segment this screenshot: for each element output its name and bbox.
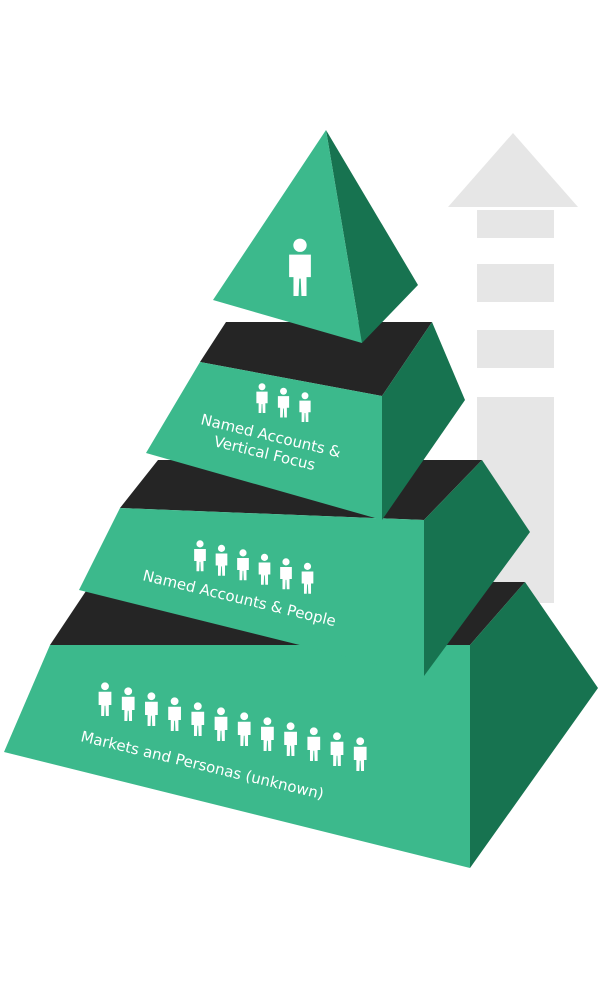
tier-second-people bbox=[256, 383, 311, 422]
person-icon bbox=[237, 549, 249, 581]
person-icon bbox=[289, 238, 311, 296]
arrow-segment-2 bbox=[477, 264, 554, 302]
tier-second: Named Accounts & Vertical Focus bbox=[146, 322, 465, 520]
person-icon bbox=[121, 687, 135, 721]
person-icon bbox=[168, 697, 181, 731]
tier-bottom-people bbox=[98, 682, 367, 771]
tier-apex-people bbox=[289, 238, 311, 296]
tier-third-front-face bbox=[79, 508, 424, 676]
arrow-segment-1 bbox=[477, 210, 554, 238]
person-icon bbox=[307, 727, 321, 761]
arrow-head bbox=[448, 133, 578, 207]
arrow-segment-3 bbox=[477, 330, 554, 368]
person-icon bbox=[256, 383, 268, 413]
person-icon bbox=[191, 702, 205, 736]
person-icon bbox=[214, 707, 228, 741]
tier-third-people bbox=[194, 540, 314, 594]
person-icon bbox=[98, 682, 112, 716]
tier-second-front-face bbox=[146, 362, 382, 520]
tier-second-side-face bbox=[382, 322, 465, 520]
person-icon bbox=[258, 553, 271, 585]
tier-apex-front-face bbox=[213, 130, 362, 343]
tier-second-top-face bbox=[200, 322, 432, 396]
person-icon bbox=[299, 392, 311, 422]
tier-bottom-front-face bbox=[4, 645, 470, 868]
tier-apex bbox=[213, 130, 418, 343]
person-icon bbox=[277, 387, 290, 418]
person-icon bbox=[261, 717, 274, 751]
person-icon bbox=[284, 722, 297, 756]
person-icon bbox=[145, 692, 158, 726]
up-arrow-icon bbox=[448, 133, 578, 603]
tier-bottom-side-face bbox=[470, 582, 598, 868]
person-icon bbox=[215, 544, 228, 576]
person-icon bbox=[280, 558, 292, 590]
person-icon bbox=[237, 712, 251, 746]
person-icon bbox=[353, 737, 367, 771]
person-icon bbox=[330, 732, 344, 766]
person-icon bbox=[301, 562, 314, 594]
tier-apex-side-face bbox=[326, 130, 418, 343]
person-icon bbox=[194, 540, 206, 572]
tier-third-side-face bbox=[424, 460, 530, 676]
